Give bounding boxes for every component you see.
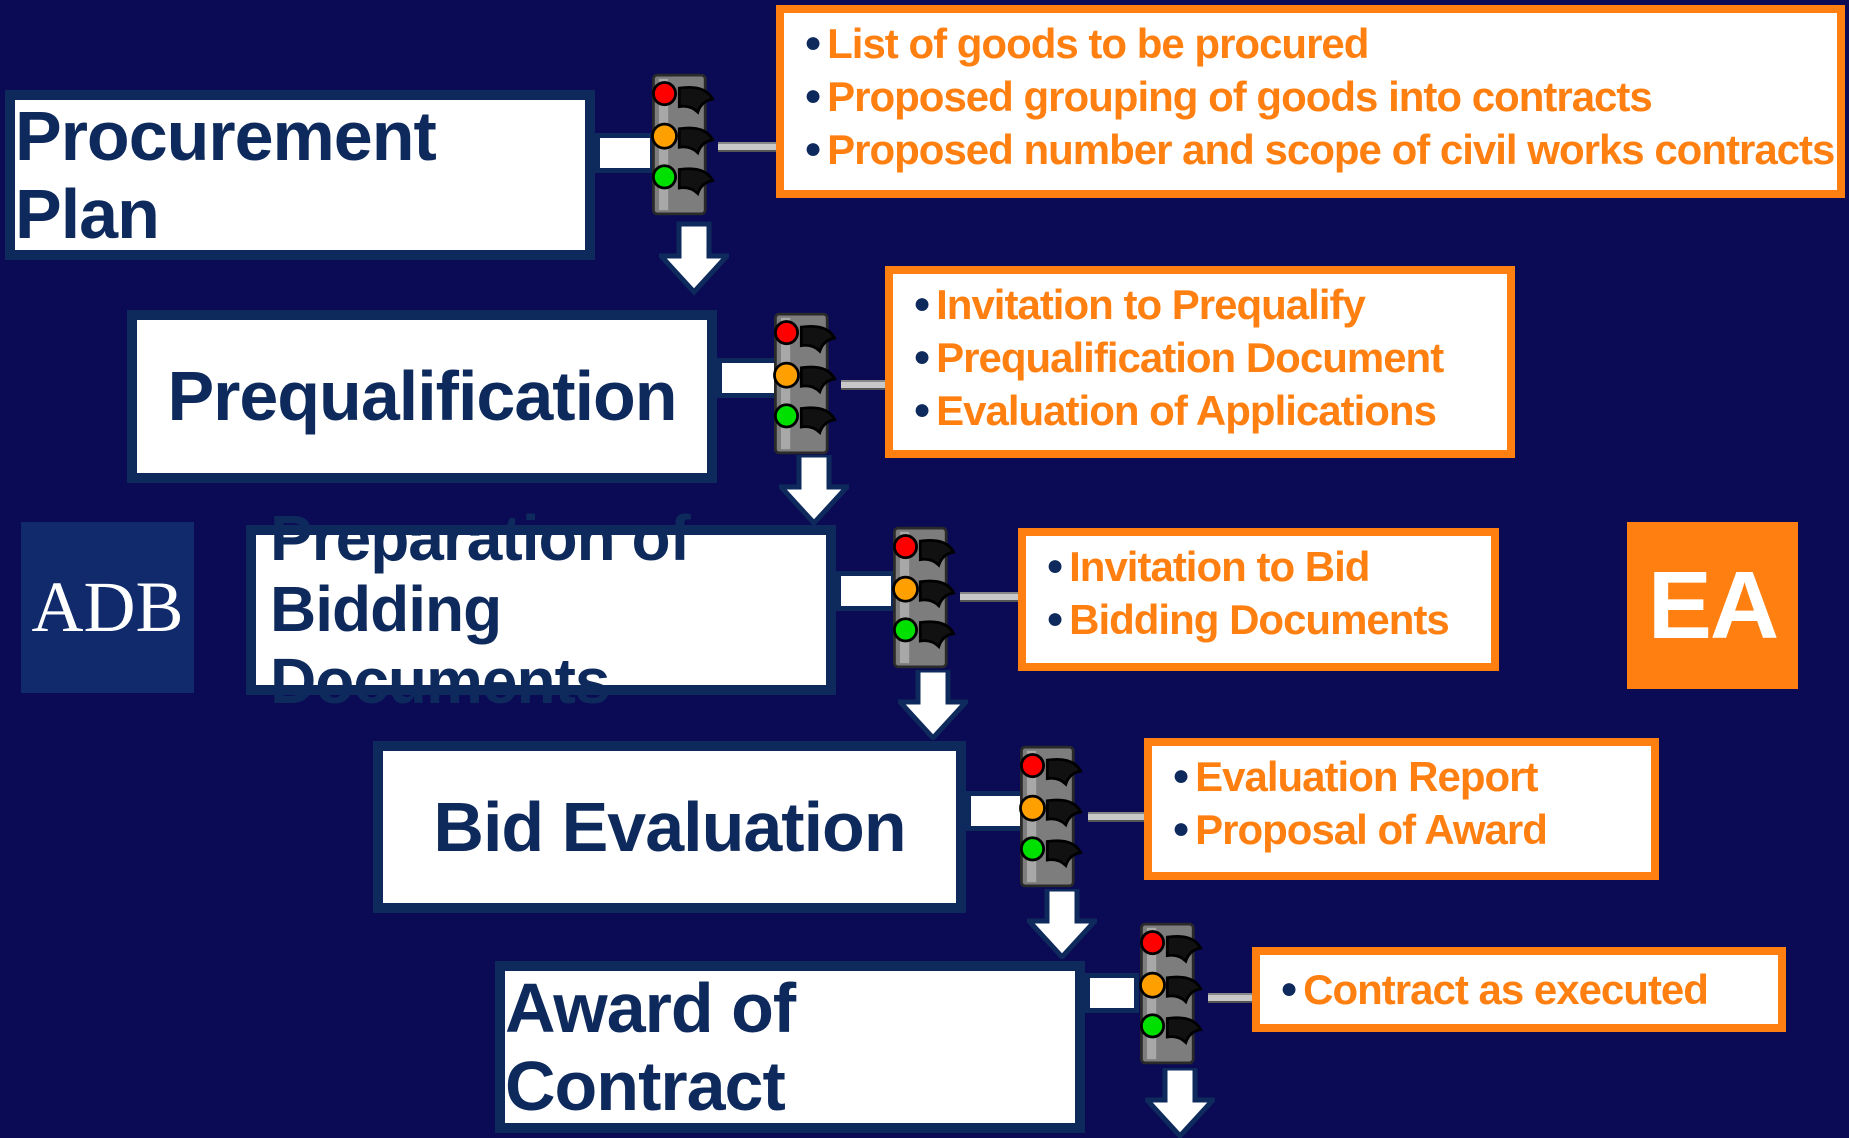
bullet-icon: ● [804, 132, 822, 165]
pole-4 [1088, 812, 1146, 822]
pole-5 [1208, 993, 1260, 1003]
traffic-light-icon [1139, 922, 1203, 1065]
stage-title-line-1: Preparation of [270, 501, 691, 574]
connector-5 [1085, 973, 1139, 1013]
pole-2 [841, 380, 889, 390]
bullet-icon: ● [1046, 549, 1064, 582]
list-item: ●Proposed grouping of goods into contrac… [804, 73, 1653, 120]
info-box-prequalification: ●Invitation to Prequalify ●Prequalificat… [885, 266, 1515, 458]
ea-logo: EA [1627, 522, 1798, 689]
stage-title: Award of Contract [505, 968, 796, 1125]
info-box-bid-evaluation: ●Evaluation Report ●Proposal of Award [1144, 738, 1659, 880]
list-item: ●Invitation to Bid [1046, 543, 1370, 590]
down-arrow-icon [1147, 1068, 1213, 1136]
bullet-icon: ● [913, 287, 931, 320]
bullet-icon: ● [804, 79, 822, 112]
list-item: ●Prequalification Document [913, 334, 1444, 381]
bullet-icon: ● [913, 340, 931, 373]
bullet-icon: ● [804, 26, 822, 59]
list-item: ●Contract as executed [1280, 966, 1709, 1013]
bullet-icon: ● [1172, 812, 1190, 845]
stage-prequalification: Prequalification [127, 310, 717, 483]
connector-3 [836, 571, 896, 611]
info-box-procurement-plan: ●List of goods to be procured ●Proposed … [776, 5, 1845, 198]
traffic-light-icon [1019, 745, 1083, 888]
pole-3 [960, 592, 1018, 602]
list-item: ●Proposal of Award [1172, 806, 1548, 853]
traffic-light-icon [892, 526, 956, 669]
traffic-light-icon [773, 312, 837, 455]
stage-award-of-contract: Award of Contract [495, 961, 1085, 1133]
list-item: ●Bidding Documents [1046, 596, 1450, 643]
info-box-bidding-documents: ●Invitation to Bid ●Bidding Documents [1018, 528, 1499, 671]
info-box-award-of-contract: ●Contract as executed [1252, 947, 1786, 1032]
down-arrow-icon [661, 224, 727, 292]
adb-logo: ADB [21, 522, 194, 693]
bullet-icon: ● [913, 393, 931, 426]
list-item: ●List of goods to be procured [804, 20, 1369, 67]
list-item: ●Invitation to Prequalify [913, 281, 1366, 328]
stage-preparation-of-bidding-documents: Preparation of Bidding Documents [246, 502, 836, 717]
down-arrow-icon [900, 670, 966, 738]
list-item: ●Evaluation Report [1172, 753, 1539, 800]
stage-title: Bid Evaluation [433, 787, 906, 866]
down-arrow-icon [1029, 889, 1095, 957]
stage-bid-evaluation: Bid Evaluation [373, 741, 966, 913]
stage-title-line-2: Bidding Documents [270, 573, 611, 717]
list-item: ●Proposed number and scope of civil work… [804, 126, 1835, 173]
list-item: ●Evaluation of Applications [913, 387, 1437, 434]
stage-title: Procurement Plan [15, 96, 437, 253]
pole-1 [718, 142, 780, 152]
down-arrow-icon [781, 455, 847, 523]
bullet-icon: ● [1172, 759, 1190, 792]
traffic-light-icon [651, 73, 715, 216]
bullet-icon: ● [1046, 602, 1064, 635]
stage-procurement-plan: Procurement Plan [5, 90, 595, 260]
stage-title: Prequalification [167, 357, 677, 436]
bullet-icon: ● [1280, 972, 1298, 1005]
